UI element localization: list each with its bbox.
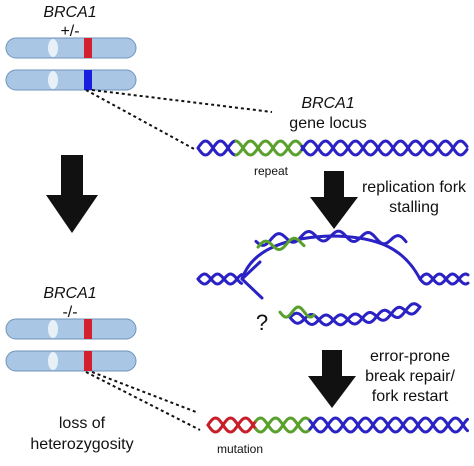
repeat-label: repeat [254,164,289,178]
lower-arm-strand-2 [288,302,422,327]
centromere [48,39,58,57]
replication-bubble [196,229,470,327]
centromere [48,71,58,89]
repair-arrow [308,350,356,408]
upper-arm-repeat [256,236,306,252]
dna-segment-strand-1 [196,139,237,157]
right-duplex-strand-2 [418,272,470,286]
wild-type-band [84,351,92,371]
step2-label-line2: break repair/ [365,368,455,385]
mutation-segment-strand-1 [206,416,258,434]
locus-gene-name: BRCA1 [301,95,354,112]
dna-segment-strand-2 [196,139,237,157]
lower-arm-repeat [278,305,316,319]
loh-label-line2: heterozygosity [30,436,133,453]
bottom-chromosome-2 [5,350,137,372]
lower-arm-strand [288,305,422,327]
bottom-gene-name: BRCA1 [43,285,96,302]
locus-label: gene locus [289,115,366,132]
step1-label-line1: replication fork [362,179,467,196]
zoom-line-lower [85,89,197,151]
step2-label-line1: error-prone [370,348,450,365]
top-gene-name: BRCA1 [43,4,96,21]
top-genotype-alleles: +/- [60,23,79,40]
fork-junction [240,260,262,281]
mutation-label: mutation [217,442,263,456]
bottom-chromosome-1 [5,318,137,340]
zoom-line-upper [91,89,273,113]
replication-stall-arrow [310,171,358,229]
dna-segment-strand-2 [300,139,469,157]
mutant-band [84,70,92,90]
question-mark: ? [256,310,268,335]
dna-segment-strand-1 [300,139,469,157]
mutation-segment-strand-2 [206,416,258,434]
right-duplex-strand-1 [418,272,470,286]
centromere [48,352,58,370]
repeat-segment-strand-2 [254,416,312,434]
zoom-line-upper [91,371,197,413]
centromere [48,320,58,338]
loh-label-line1: loss of [59,415,106,432]
dna-segment-strand-2 [308,416,469,434]
stalled-end [240,277,264,300]
step2-label-line3: fork restart [372,388,449,405]
bottom-genotype-alleles: -/- [62,304,77,321]
dna-helix-mutated [206,416,469,434]
wild-type-band [84,319,92,339]
repeat-segment-strand-2 [234,139,304,157]
wild-type-band [84,38,92,58]
top-chromosome-1 [5,37,137,59]
dna-helix-gene-locus [196,139,469,157]
repeat-segment-strand-1 [234,139,304,157]
step1-label-line2: stalling [389,199,439,216]
loh-arrow [46,155,98,233]
top-chromosome-2 [5,69,137,91]
upper-arm-strand [254,229,408,247]
left-duplex-strand-2 [196,272,243,286]
left-duplex-strand-1 [196,272,243,286]
